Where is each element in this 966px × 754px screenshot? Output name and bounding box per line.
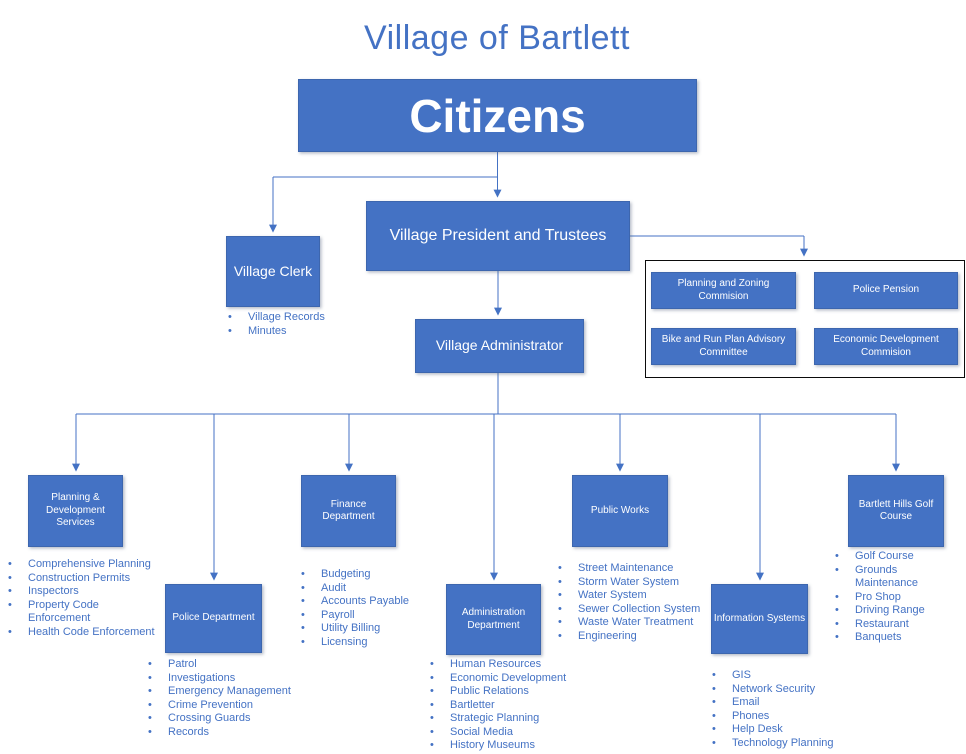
list-item: Public Relations [428,685,583,699]
list-item: Accounts Payable [299,595,444,609]
list-item: Comprehensive Planning [6,558,161,572]
list-item: Utility Billing [299,622,444,636]
org-node-village-administrator: Village Administrator [415,319,584,373]
list-item: Water System [556,589,721,603]
list-item: Investigations [146,672,306,686]
list-item: Audit [299,582,444,596]
org-node-planning-development-services: Planning & Development Services [28,475,123,547]
org-node-public-works: Public Works [572,475,668,547]
list-item: Village Records [226,311,341,325]
list-item: Grounds Maintenance [833,564,955,591]
org-node-citizens: Citizens [298,79,697,152]
org-node-police-department: Police Department [165,584,262,653]
list-item: Health Code Enforcement [6,626,161,640]
list-item: Economic Development [428,672,583,686]
list-item: Construction Permits [6,572,161,586]
list-item: Minutes [226,325,341,339]
list-item: Emergency Management [146,685,306,699]
org-node-administration-department: Administration Department [446,584,541,655]
dept-list-administration: Human ResourcesEconomic DevelopmentPubli… [428,658,583,753]
list-item: Human Resources [428,658,583,672]
org-node-economic-development-commission: Economic Development Commision [814,328,958,365]
dept-list-planning-development: Comprehensive PlanningConstruction Permi… [6,558,161,639]
list-item: Help Desk [710,723,870,737]
list-item: Restaurant [833,618,955,632]
list-item: Budgeting [299,568,444,582]
page-title: Village of Bartlett [364,19,630,57]
dept-list-finance: BudgetingAuditAccounts PayablePayrollUti… [299,568,444,649]
list-item: Sewer Collection System [556,603,721,617]
list-item: Crime Prevention [146,699,306,713]
org-node-bike-run-plan-advisory: Bike and Run Plan Advisory Committee [651,328,796,365]
list-item: Network Security [710,683,870,697]
list-item: Storm Water System [556,576,721,590]
dept-list-public-works: Street MaintenanceStorm Water SystemWate… [556,562,721,643]
list-item: Inspectors [6,585,161,599]
dept-list-golf-course: Golf CourseGrounds MaintenancePro ShopDr… [833,550,955,645]
list-item: Email [710,696,870,710]
list-item: Technology Planning [710,737,870,751]
list-item: Crossing Guards [146,712,306,726]
list-item: Golf Course [833,550,955,564]
list-item: Banquets [833,631,955,645]
list-item: Records [146,726,306,740]
org-node-village-clerk: Village Clerk [226,236,320,307]
list-item: Property Code Enforcement [6,599,161,626]
list-item: History Museums [428,739,583,753]
list-item: Payroll [299,609,444,623]
dept-list-police: PatrolInvestigationsEmergency Management… [146,658,306,739]
org-node-police-pension: Police Pension [814,272,958,309]
committee-group-frame: Planning and Zoning Commision Police Pen… [645,260,965,378]
dept-list-information-systems: GISNetwork SecurityEmailPhonesHelp DeskT… [710,669,870,750]
list-item: GIS [710,669,870,683]
list-item: Street Maintenance [556,562,721,576]
list-item: Pro Shop [833,591,955,605]
list-item: Phones [710,710,870,724]
list-item: Engineering [556,630,721,644]
list-item: Patrol [146,658,306,672]
list-item: Social Media [428,726,583,740]
org-node-planning-zoning-commission: Planning and Zoning Commision [651,272,796,309]
org-node-information-systems: Information Systems [711,584,808,654]
org-node-bartlett-hills-golf-course: Bartlett Hills Golf Course [848,475,944,547]
list-item: Bartletter [428,699,583,713]
list-item: Strategic Planning [428,712,583,726]
clerk-duties-list: Village RecordsMinutes [226,311,341,338]
list-item: Driving Range [833,604,955,618]
org-node-finance-department: Finance Department [301,475,396,547]
list-item: Licensing [299,636,444,650]
list-item: Waste Water Treatment [556,616,721,630]
org-node-president-trustees: Village President and Trustees [366,201,630,271]
